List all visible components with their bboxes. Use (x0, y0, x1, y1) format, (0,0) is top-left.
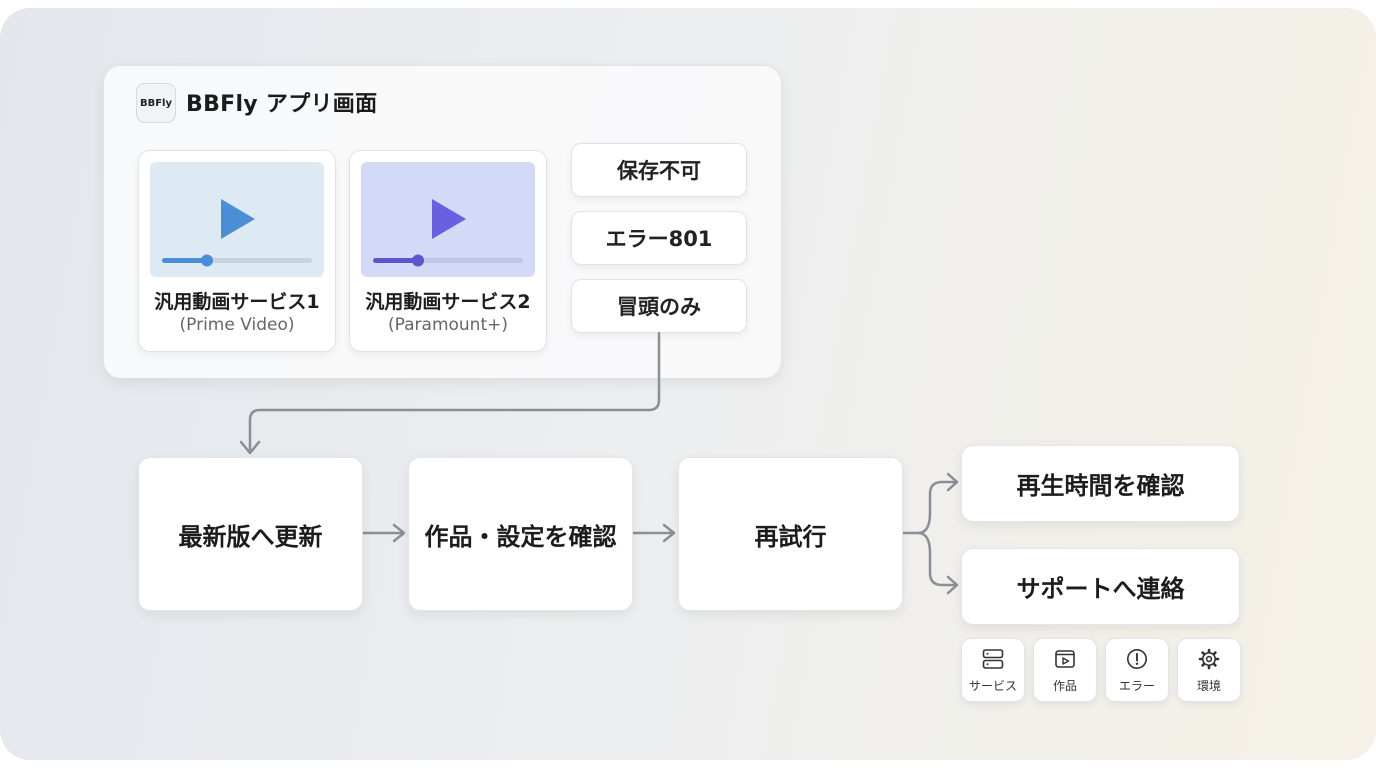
support-icon-environment[interactable]: 環境 (1177, 638, 1241, 702)
icon-label: サービス (968, 679, 1017, 693)
arrowhead (946, 472, 959, 492)
support-icon-service[interactable]: サービス (961, 638, 1025, 702)
support-icon-title[interactable]: 作品 (1033, 638, 1097, 702)
arrowhead (392, 523, 406, 543)
step-check-title-settings[interactable]: 作品・設定を確認 (408, 457, 633, 611)
gear-icon (1198, 648, 1220, 670)
arrowhead (662, 523, 676, 543)
connector-retry-to-support (916, 531, 958, 587)
service-card-2[interactable]: 汎用動画サービス2 (Paramount+) (349, 150, 547, 352)
error-tag-intro-only[interactable]: 冒頭のみ (571, 279, 747, 333)
play-icon (221, 199, 255, 239)
service-card-1[interactable]: 汎用動画サービス1 (Prime Video) (138, 150, 336, 352)
service-name: 汎用動画サービス2 (365, 291, 531, 313)
service-sub: (Prime Video) (179, 315, 295, 335)
alert-icon (1127, 649, 1147, 669)
flow-connectors (239, 331, 959, 595)
icon-label: 環境 (1196, 679, 1221, 693)
connector-retry-to-playtime (901, 480, 958, 535)
service-sub: (Paramount+) (388, 315, 508, 335)
outcome-check-playtime[interactable]: 再生時間を確認 (961, 445, 1240, 522)
video-icon (1055, 650, 1075, 668)
play-icon (432, 199, 466, 239)
diagram-canvas: BBFly BBFly アプリ画面 汎用動画サービス1 (Prime Video… (0, 8, 1376, 760)
icon-label: 作品 (1052, 679, 1077, 693)
error-tag-801[interactable]: エラー801 (571, 211, 747, 265)
video-thumbnail-2 (361, 162, 535, 277)
step-retry[interactable]: 再試行 (678, 457, 903, 611)
progress-fill (162, 258, 207, 263)
progress-fill (373, 258, 418, 263)
support-icon-error[interactable]: エラー (1105, 638, 1169, 702)
bbfly-logo: BBFly (136, 83, 176, 123)
connector-errors-to-update (248, 331, 661, 454)
arrowhead (946, 575, 959, 595)
video-thumbnail-1 (150, 162, 324, 277)
arrowhead (239, 440, 261, 455)
service-name: 汎用動画サービス1 (154, 291, 320, 313)
app-screen-panel: BBFly BBFly アプリ画面 汎用動画サービス1 (Prime Video… (103, 65, 782, 379)
error-tag-save[interactable]: 保存不可 (571, 143, 747, 197)
icon-label: エラー (1118, 679, 1155, 693)
server-icon (982, 649, 1004, 669)
panel-title: BBFly アプリ画面 (186, 92, 378, 117)
progress-knob (412, 254, 424, 267)
step-update-latest[interactable]: 最新版へ更新 (138, 457, 363, 611)
outcome-contact-support[interactable]: サポートへ連絡 (961, 548, 1240, 625)
progress-knob (201, 254, 213, 267)
